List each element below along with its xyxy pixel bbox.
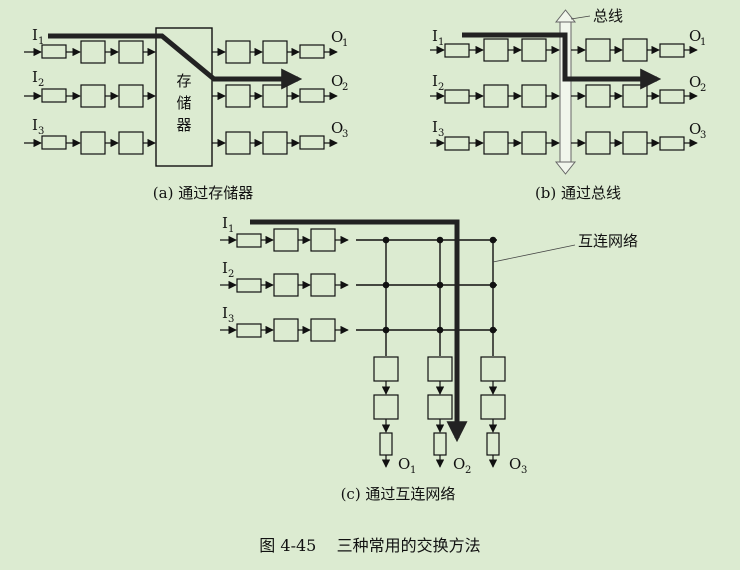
- data-path-arrow-a: [48, 33, 303, 90]
- column-c2: O 2: [427, 356, 471, 476]
- input-subscript: 1: [228, 224, 234, 235]
- row-a3: I 3 O 3: [24, 116, 348, 155]
- input-label: I: [32, 68, 38, 86]
- diagram-a: 存 储 器 I 1 O 1 I 2: [24, 26, 348, 202]
- row-a1: I 1 O 1: [24, 26, 348, 64]
- row-c1: I 1: [220, 214, 349, 252]
- bus-label: 总线: [593, 7, 623, 25]
- input-label: I: [432, 72, 438, 90]
- output-label: O: [331, 119, 343, 137]
- output-label: O: [398, 455, 410, 473]
- output-subscript: 2: [342, 82, 348, 93]
- row-b2: I 2 O 2: [430, 72, 706, 108]
- input-label: I: [432, 118, 438, 136]
- row-b1: I 1 O 1: [430, 27, 706, 62]
- memory-label-2: 储: [176, 94, 191, 112]
- output-label: O: [331, 72, 343, 90]
- output-subscript: 2: [465, 465, 471, 476]
- output-label: O: [509, 455, 521, 473]
- memory-label-3: 器: [176, 116, 191, 134]
- input-subscript: 3: [228, 314, 234, 325]
- row-b3: I 3 O 3: [430, 118, 706, 155]
- output-label: O: [689, 27, 701, 45]
- input-label: I: [432, 27, 438, 45]
- output-label: O: [453, 455, 465, 473]
- caption-c: (c) 通过互连网络: [341, 485, 456, 503]
- input-subscript: 2: [228, 269, 234, 280]
- input-label: I: [222, 304, 228, 322]
- diagram-c: 互连网络 I 1 I 2 I 3: [220, 214, 638, 503]
- caption-b: (b) 通过总线: [535, 184, 621, 202]
- input-label: I: [222, 259, 228, 277]
- input-subscript: 2: [438, 82, 444, 93]
- output-subscript: 1: [410, 465, 416, 476]
- input-subscript: 2: [38, 78, 44, 89]
- caption-a: (a) 通过存储器: [153, 184, 253, 202]
- input-label: I: [222, 214, 228, 232]
- row-c2: I 2: [220, 259, 349, 297]
- network-label: 互连网络: [578, 232, 638, 250]
- column-c1: O 1: [373, 356, 416, 476]
- output-label: O: [689, 120, 701, 138]
- row-a2: I 2 O 2: [24, 68, 348, 108]
- input-subscript: 1: [438, 37, 444, 48]
- figure-caption: 图 4-45 三种常用的交换方法: [259, 536, 480, 555]
- input-subscript: 3: [38, 126, 44, 137]
- output-subscript: 1: [342, 38, 348, 49]
- row-c3: I 3: [220, 304, 349, 342]
- data-path-arrow-b: [462, 32, 662, 90]
- output-subscript: 3: [342, 129, 348, 140]
- output-subscript: 1: [700, 37, 706, 48]
- output-label: O: [689, 73, 701, 91]
- output-label: O: [331, 28, 343, 46]
- output-subscript: 2: [700, 83, 706, 94]
- input-subscript: 1: [38, 36, 44, 47]
- input-label: I: [32, 26, 38, 44]
- input-subscript: 3: [438, 128, 444, 139]
- output-subscript: 3: [521, 465, 527, 476]
- output-subscript: 3: [700, 130, 706, 141]
- data-path-arrow-c: [250, 219, 468, 443]
- memory-label-1: 存: [176, 72, 191, 90]
- column-c3: O 3: [480, 356, 527, 476]
- input-label: I: [32, 116, 38, 134]
- diagram-b: 总线 I 1 O 1 I 2: [430, 7, 706, 202]
